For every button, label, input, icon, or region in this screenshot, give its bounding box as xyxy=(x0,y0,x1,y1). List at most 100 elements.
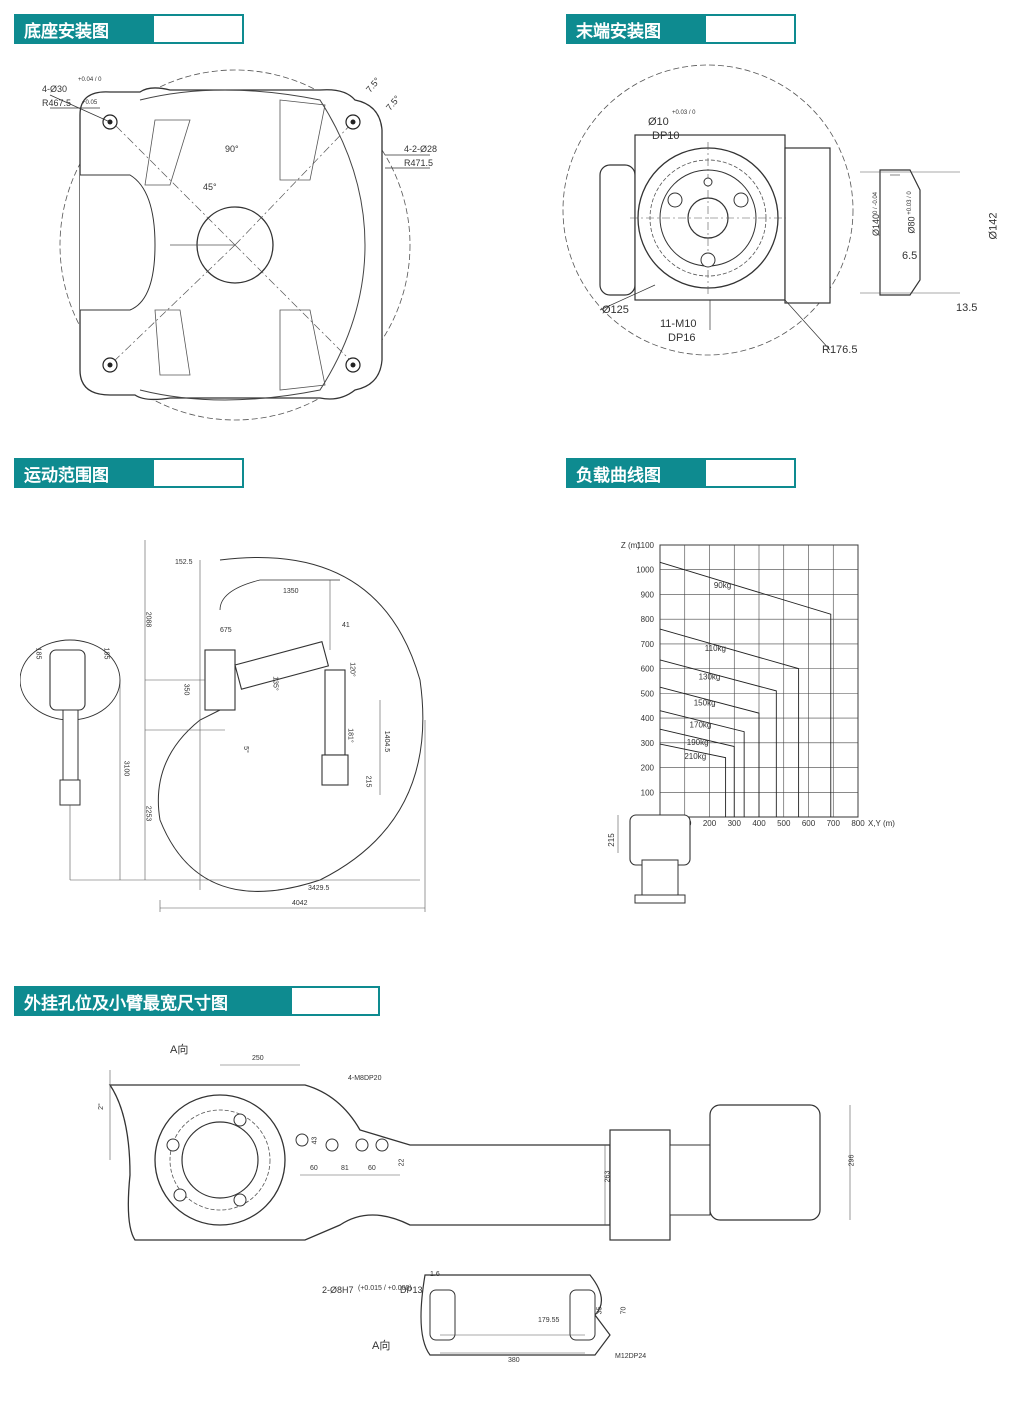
holes-22-label: 22 xyxy=(398,1158,406,1167)
flange-pcd-label: Ø125 xyxy=(602,304,629,316)
section-title: 末端安装图 xyxy=(566,14,704,44)
series-line-190kg xyxy=(659,728,735,817)
base-pin-label: 4-2-Ø28 xyxy=(404,144,438,154)
range-1350-label: 1350 xyxy=(283,588,299,595)
x-tick-label: 600 xyxy=(802,819,816,828)
base-outline-svg xyxy=(49,69,430,421)
series-label-90kg: 90kg xyxy=(714,581,731,590)
y-tick-label: 800 xyxy=(641,615,655,624)
x-tick-label: 300 xyxy=(728,819,742,828)
forearm-outline-svg xyxy=(108,1064,851,1356)
section-header-base: 底座安装图 xyxy=(14,14,244,44)
section-title-box xyxy=(152,458,244,488)
holes-m8-label: 4-M8DP20 xyxy=(348,1075,382,1082)
series-label-150kg: 150kg xyxy=(694,698,716,707)
y-axis-label: Z (m) xyxy=(621,541,640,550)
holes-250-label: 250 xyxy=(252,1055,264,1062)
x-axis-label: X,Y (m) xyxy=(868,819,895,828)
section-header-load: 负载曲线图 xyxy=(566,458,796,488)
holes-263-label: 263 xyxy=(604,1170,612,1183)
flange-d80-label: Ø80 xyxy=(906,216,917,234)
holes-roughness-label: 1.6 xyxy=(430,1271,440,1278)
motion-range-drawing: 152.5 1350 41 675 2088 350 185 185 135° … xyxy=(20,540,440,920)
flange-d135-label: 13.5 xyxy=(956,302,978,314)
load-curve-chart: 1002003004005006007008001002003004005006… xyxy=(600,535,900,915)
y-tick-label: 700 xyxy=(641,640,655,649)
series-label-110kg: 110kg xyxy=(705,644,726,653)
range-2253-label: 2253 xyxy=(144,805,152,822)
offset-label: 215 xyxy=(607,833,616,847)
section-title: 外挂孔位及小臂最宽尺寸图 xyxy=(14,986,290,1016)
holes-43-label: 43 xyxy=(311,1136,319,1145)
section-title-box xyxy=(704,458,796,488)
y-tick-label: 400 xyxy=(641,714,655,723)
y-tick-label: 200 xyxy=(641,764,655,773)
section-header-holes: 外挂孔位及小臂最宽尺寸图 xyxy=(14,986,380,1016)
base-angle90-label: 90° xyxy=(225,144,239,154)
y-tick-label: 100 xyxy=(641,788,655,797)
flange-d140-label: Ø140 xyxy=(871,213,882,237)
base-r1-tol-label: +0.05 xyxy=(82,100,98,106)
view-a-top-label: A向 xyxy=(170,1044,189,1056)
holes-pin2-label: 2-Ø8H7 xyxy=(322,1285,354,1295)
holes-m12-label: M12DP24 xyxy=(615,1353,647,1360)
y-tick-label: 1100 xyxy=(637,541,655,550)
holes-35-label: 35 xyxy=(596,1306,604,1315)
holes-380-label: 380 xyxy=(508,1357,520,1364)
robot-base-sketch xyxy=(617,814,691,904)
range-675-label: 675 xyxy=(220,627,232,634)
range-41-label: 41 xyxy=(342,622,350,629)
series-label-170kg: 170kg xyxy=(690,721,712,730)
section-title: 运动范围图 xyxy=(14,458,152,488)
holes-17955-label: 179.55 xyxy=(538,1317,560,1324)
view-a-bottom-label: A向 xyxy=(372,1340,391,1352)
section-title: 底座安装图 xyxy=(14,14,152,44)
flange-d140-tol-label: 0 / -0.04 xyxy=(873,191,880,215)
range-1525-label: 152.5 xyxy=(175,559,193,566)
x-tick-label: 400 xyxy=(752,819,766,828)
section-title-box xyxy=(152,14,244,44)
y-tick-label: 900 xyxy=(641,590,655,599)
section-title-box xyxy=(290,986,380,1016)
series-label-190kg: 190kg xyxy=(687,738,709,747)
base-holes-tol-label: +0.04 / 0 xyxy=(78,77,102,83)
series-line-170kg xyxy=(659,710,745,817)
range-4042-label: 4042 xyxy=(292,900,308,907)
range-14045-label: 1404.5 xyxy=(383,730,391,753)
flange-d65-label: 6.5 xyxy=(902,250,918,262)
flange-dp16-label: DP16 xyxy=(668,332,696,344)
range-a135-label: 135° xyxy=(271,676,279,691)
base-r2-label: R471.5 xyxy=(404,158,434,168)
base-holes-label: 4-Ø30 xyxy=(42,84,68,94)
holes-2deg-label: 2° xyxy=(97,1103,105,1110)
series-line-210kg xyxy=(659,743,727,817)
flange-mounting-drawing: Ø10 +0.03 / 0 DP10 Ø125 11-M10 DP16 R176… xyxy=(560,60,1020,380)
holes-81-label: 81 xyxy=(341,1165,349,1172)
flange-radius-label: R176.5 xyxy=(822,344,858,356)
y-tick-label: 300 xyxy=(641,739,655,748)
x-tick-label: 500 xyxy=(777,819,791,828)
range-350-label: 350 xyxy=(182,683,190,696)
holes-60a-label: 60 xyxy=(310,1165,318,1172)
holes-dp13-label: DP13 xyxy=(400,1285,423,1295)
range-215-label: 215 xyxy=(364,775,372,788)
flange-d10-tol-label: +0.03 / 0 xyxy=(672,110,696,116)
flange-d142-label: Ø142 xyxy=(987,212,1000,240)
section-header-range: 运动范围图 xyxy=(14,458,244,488)
x-tick-label: 200 xyxy=(703,819,717,828)
series-line-130kg xyxy=(659,659,777,817)
flange-outline-svg xyxy=(562,64,960,356)
range-a181-label: 181° xyxy=(346,728,354,743)
series-line-110kg xyxy=(659,628,800,817)
range-2088-label: 2088 xyxy=(144,611,152,628)
range-3100-label: 3100 xyxy=(122,760,130,777)
range-185b-label: 185 xyxy=(102,647,110,660)
series-label-210kg: 210kg xyxy=(684,752,706,761)
motion-range-svg xyxy=(20,540,426,912)
load-curve-svg: 1002003004005006007008001002003004005006… xyxy=(607,541,895,904)
y-tick-label: 600 xyxy=(641,665,655,674)
series-label-130kg: 130kg xyxy=(699,673,721,682)
x-tick-label: 700 xyxy=(827,819,841,828)
series-line-90kg xyxy=(659,561,832,817)
holes-70-label: 70 xyxy=(620,1306,628,1315)
